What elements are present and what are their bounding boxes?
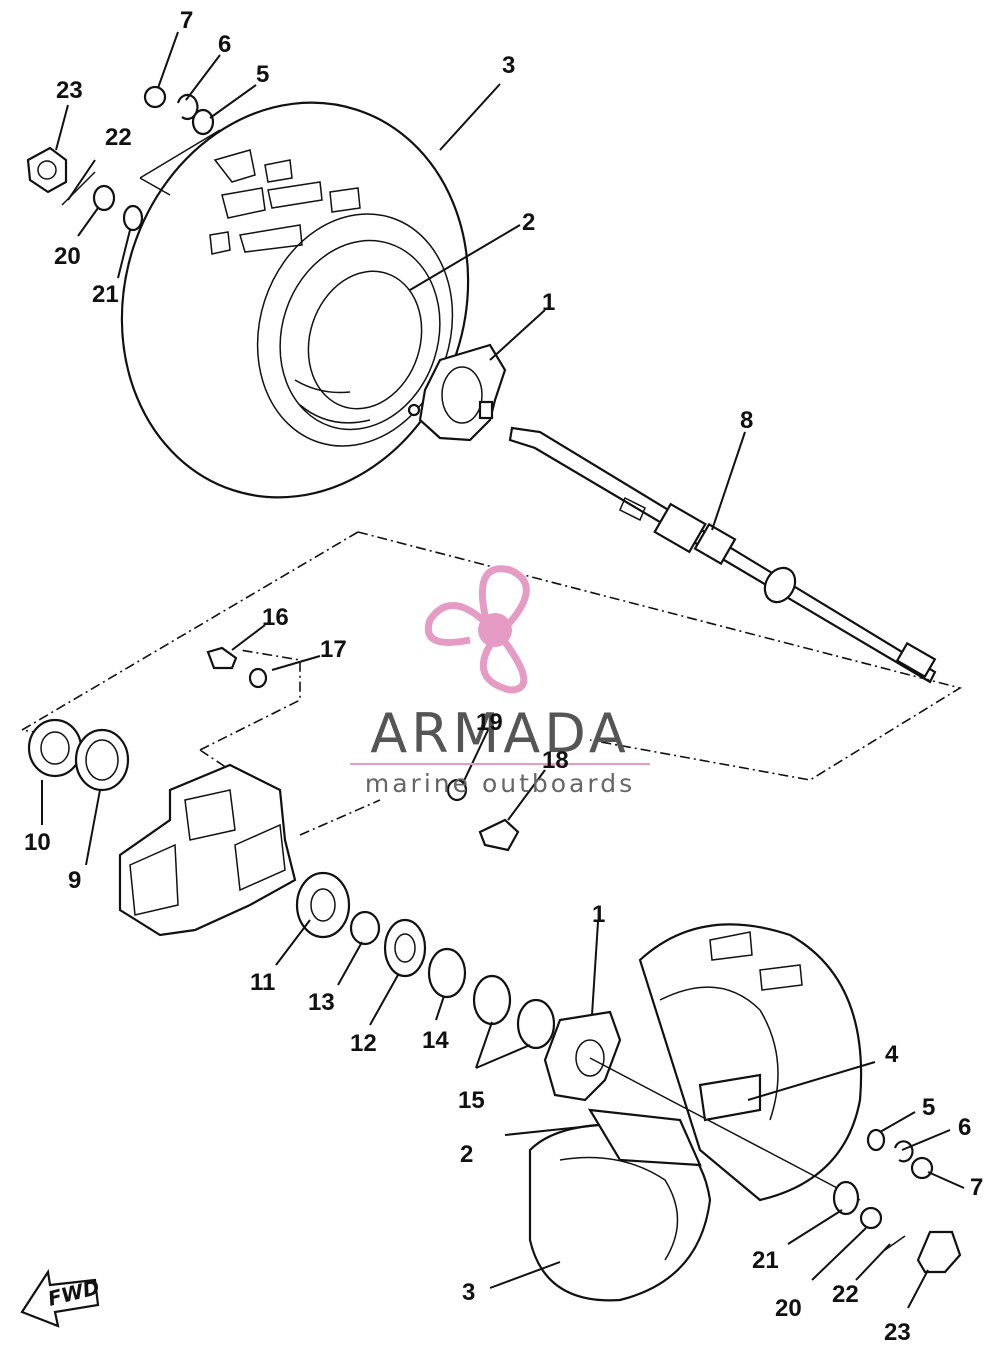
upper-hardware <box>26 85 221 232</box>
propeller-hub-icon <box>478 613 512 647</box>
callout-3-top: 3 <box>502 52 515 79</box>
callout-15: 15 <box>458 1087 485 1114</box>
propeller-logo-icon <box>425 565 530 694</box>
callout-3-bot: 3 <box>462 1279 475 1306</box>
callout-16: 16 <box>262 604 289 631</box>
leader-lines <box>41 31 965 1309</box>
fwd-arrow-icon: FWD <box>20 1268 102 1328</box>
armada-logo: ARMADA marine outboards <box>350 565 650 798</box>
case-hardware <box>206 646 520 852</box>
assembly-outline <box>19 531 963 836</box>
callout-6-top: 6 <box>218 31 231 58</box>
callout-2-top: 2 <box>522 209 535 236</box>
callout-13: 13 <box>308 989 335 1016</box>
callout-1-bot: 1 <box>592 901 605 928</box>
callout-7-top: 7 <box>180 7 193 34</box>
gear-case <box>118 763 297 937</box>
lower-wheel-front-tire <box>528 1108 712 1302</box>
seal-and-bearing-left <box>27 718 130 792</box>
callout-20-top: 20 <box>54 243 81 270</box>
brand-tagline: marine outboards <box>365 769 635 798</box>
callout-23-top: 23 <box>56 77 83 104</box>
lower-wheel-rear-tire <box>638 923 863 1202</box>
callout-11: 11 <box>250 969 275 996</box>
callout-10: 10 <box>24 829 51 856</box>
callout-6-bot: 6 <box>958 1114 971 1141</box>
bearing-row <box>295 871 556 1050</box>
callout-19: 19 <box>476 709 503 736</box>
callout-22-top: 22 <box>105 124 132 151</box>
brand-name: ARMADA <box>370 702 630 765</box>
callout-4: 4 <box>885 1041 899 1068</box>
callout-21-bot: 21 <box>752 1247 779 1274</box>
callout-7-bot: 7 <box>970 1174 983 1201</box>
callout-5-top: 5 <box>256 61 269 88</box>
callout-21-top: 21 <box>92 281 119 308</box>
axle-shaft <box>508 426 937 684</box>
upper-wheel-tire <box>120 101 470 499</box>
upper-wheel-hub <box>407 343 507 442</box>
lower-hardware <box>832 1128 962 1274</box>
callout-17: 17 <box>320 636 347 663</box>
callout-8: 8 <box>740 407 753 434</box>
callout-5-bot: 5 <box>922 1094 935 1121</box>
callout-14: 14 <box>422 1027 449 1054</box>
callout-labels: 7 6 5 23 22 20 21 3 2 1 8 16 17 19 18 10… <box>24 7 983 1346</box>
callout-9: 9 <box>68 867 81 894</box>
callout-2-bot: 2 <box>460 1141 473 1168</box>
callout-12: 12 <box>350 1030 377 1057</box>
callout-22-bot: 22 <box>832 1281 859 1308</box>
lower-wheel-hub <box>543 1010 861 1201</box>
callout-18: 18 <box>542 747 569 774</box>
callout-1-top: 1 <box>542 289 555 316</box>
callout-20-bot: 20 <box>775 1295 802 1322</box>
callout-23-bot: 23 <box>884 1319 911 1346</box>
